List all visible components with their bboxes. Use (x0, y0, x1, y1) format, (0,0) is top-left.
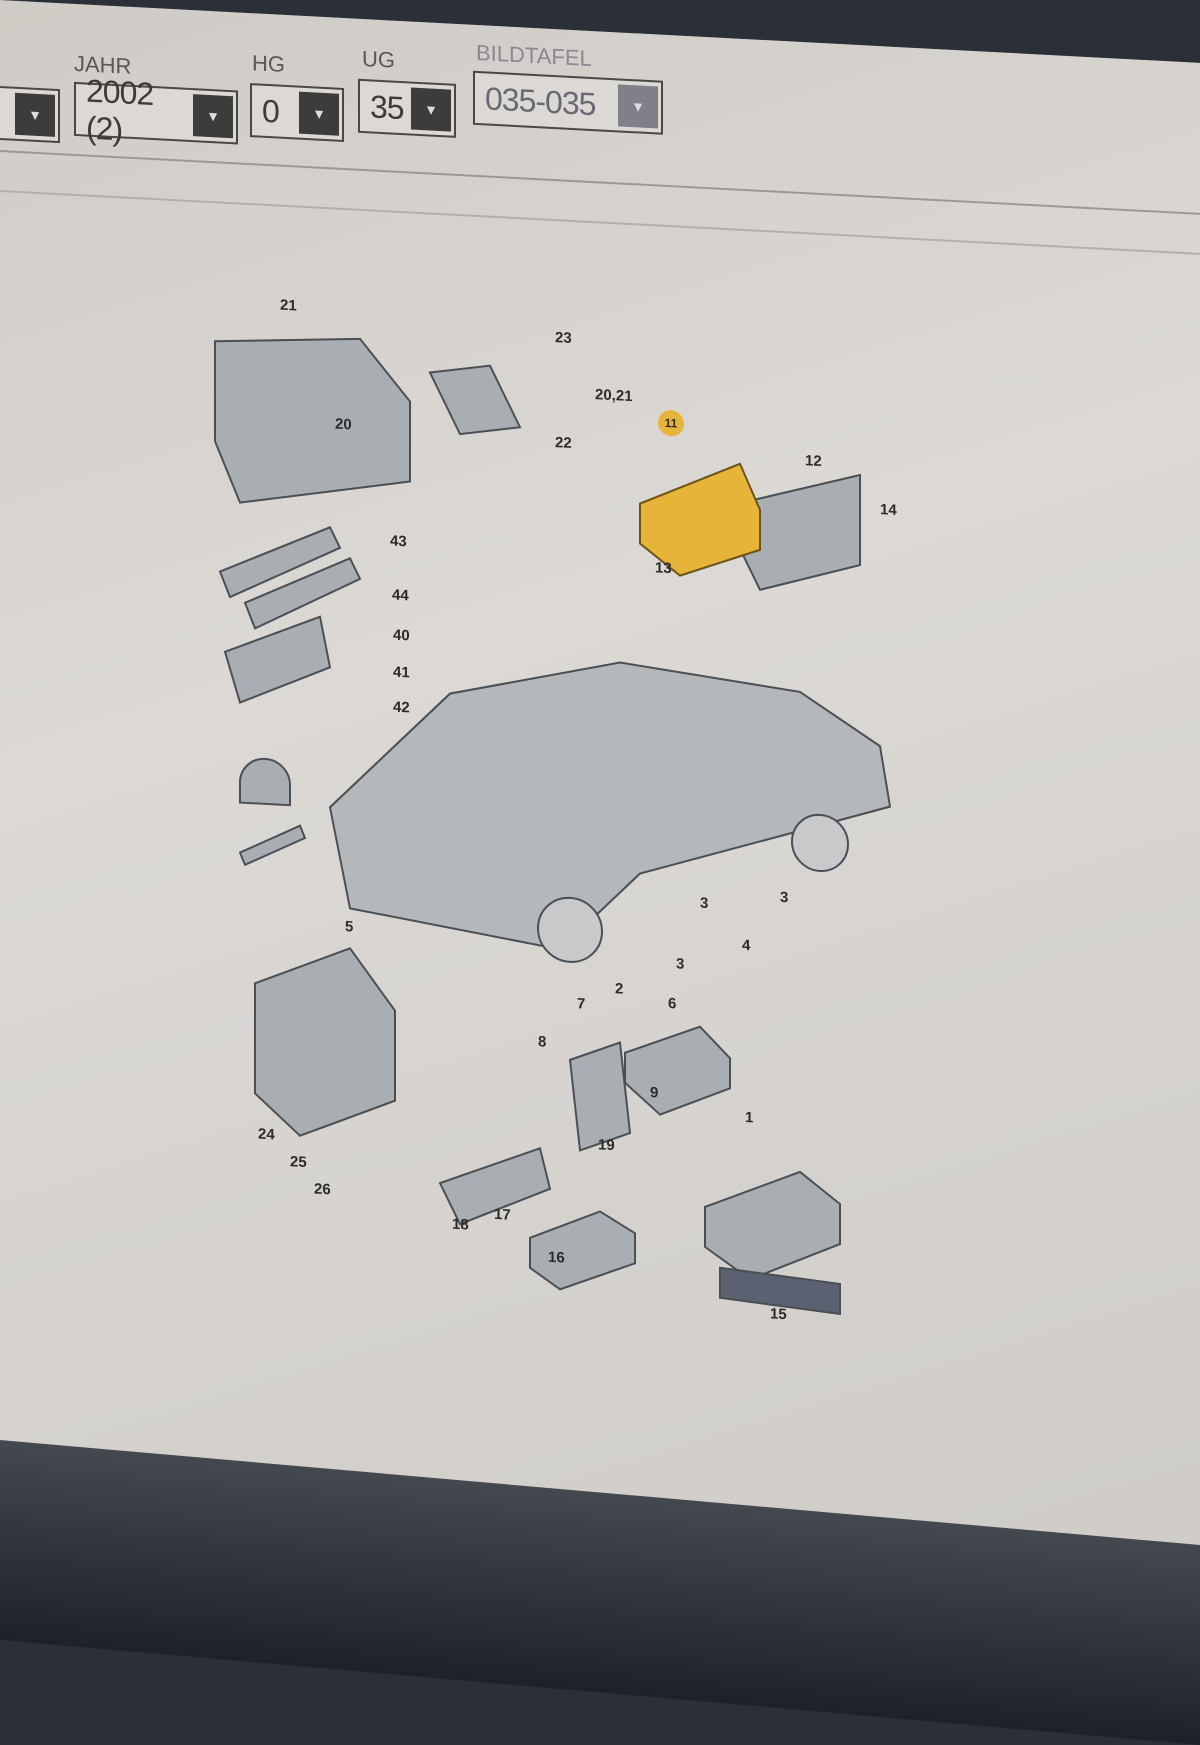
radio-unit (704, 1170, 841, 1281)
callout-8[interactable]: 8 (538, 1033, 547, 1051)
remote-control (238, 824, 307, 867)
hg-label: HG (252, 50, 285, 77)
armrest-pads (218, 526, 362, 630)
bildtafel-select[interactable]: 035-035 ▼ (473, 70, 663, 135)
callout-23[interactable]: 23 (555, 329, 572, 347)
callout-3[interactable]: 3 (676, 955, 685, 973)
callout-15[interactable]: 15 (770, 1305, 787, 1324)
headphones-icon (239, 757, 291, 807)
model-select[interactable]: ▼ (0, 85, 60, 144)
callout-1[interactable]: 1 (745, 1109, 754, 1127)
hg-select[interactable]: 0 ▼ (250, 83, 344, 143)
callout-13[interactable]: 13 (655, 559, 672, 578)
callout-9[interactable]: 9 (650, 1084, 659, 1102)
antenna-module (428, 364, 522, 436)
parts-illustration (214, 337, 892, 1316)
callout-4[interactable]: 4 (742, 936, 751, 955)
callout-11[interactable]: 11 (658, 409, 684, 437)
bildtafel-value: 035-035 (485, 79, 596, 122)
wheel (537, 896, 603, 963)
callout-7[interactable]: 7 (577, 995, 586, 1013)
dropdown-arrow-icon[interactable]: ▼ (299, 91, 339, 136)
callout-26[interactable]: 26 (314, 1180, 331, 1199)
ug-value: 35 (370, 87, 404, 126)
dropdown-arrow-icon[interactable]: ▼ (618, 84, 658, 129)
callout-20[interactable]: 20 (335, 415, 352, 434)
mount-plate (568, 1041, 632, 1152)
dropdown-arrow-icon[interactable]: ▼ (411, 87, 451, 132)
callout-21[interactable]: 21 (280, 296, 297, 315)
callout-43[interactable]: 43 (390, 532, 407, 551)
callout-40[interactable]: 40 (393, 626, 410, 645)
radio-frame (254, 947, 396, 1137)
callout-17[interactable]: 17 (494, 1205, 511, 1224)
callout-14[interactable]: 14 (880, 501, 897, 519)
navigation-unit (529, 1210, 636, 1291)
callout-44[interactable]: 44 (392, 586, 409, 605)
callout-16[interactable]: 16 (548, 1248, 565, 1267)
callout-42[interactable]: 42 (393, 698, 410, 717)
model-value (0, 113, 15, 114)
dropdown-arrow-icon[interactable]: ▼ (193, 94, 233, 139)
amplifier-highlighted (639, 462, 761, 577)
cd-changer (624, 1025, 731, 1116)
callout-2[interactable]: 2 (615, 980, 624, 998)
callout-5[interactable]: 5 (345, 918, 354, 936)
dropdown-arrow-icon[interactable]: ▼ (15, 92, 55, 137)
ug-label: UG (362, 45, 395, 73)
callout-25[interactable]: 25 (290, 1153, 307, 1172)
year-select[interactable]: 2002 (2) ▼ (74, 73, 238, 147)
callout-3[interactable]: 3 (700, 894, 709, 913)
filter-toolbar: ▼ JAHR 2002 (2) ▼ HG 0 ▼ UG 35 ▼ BILDTAF… (0, 0, 1200, 215)
callout-20-21[interactable]: 20,21 (595, 386, 633, 406)
callout-19[interactable]: 19 (598, 1136, 615, 1155)
ug-select[interactable]: 35 ▼ (358, 78, 456, 138)
wheel (791, 813, 849, 873)
callout-6[interactable]: 6 (668, 995, 677, 1013)
monitor-screen: ▼ JAHR 2002 (2) ▼ HG 0 ▼ UG 35 ▼ BILDTAF… (0, 0, 1200, 1583)
bildtafel-label: BILDTAFEL (476, 39, 592, 72)
callout-18[interactable]: 18 (452, 1215, 469, 1234)
radio-faceplate (719, 1266, 841, 1316)
callout-24[interactable]: 24 (258, 1125, 275, 1144)
callout-12[interactable]: 12 (805, 452, 822, 471)
rear-car-view (214, 337, 411, 504)
hg-value: 0 (262, 92, 279, 130)
bracket (438, 1146, 552, 1226)
year-value: 2002 (2) (86, 72, 154, 148)
armrest (223, 615, 332, 704)
callout-22[interactable]: 22 (555, 434, 572, 452)
callout-3[interactable]: 3 (780, 888, 789, 907)
car-body (328, 661, 892, 951)
callout-41[interactable]: 41 (393, 663, 410, 682)
